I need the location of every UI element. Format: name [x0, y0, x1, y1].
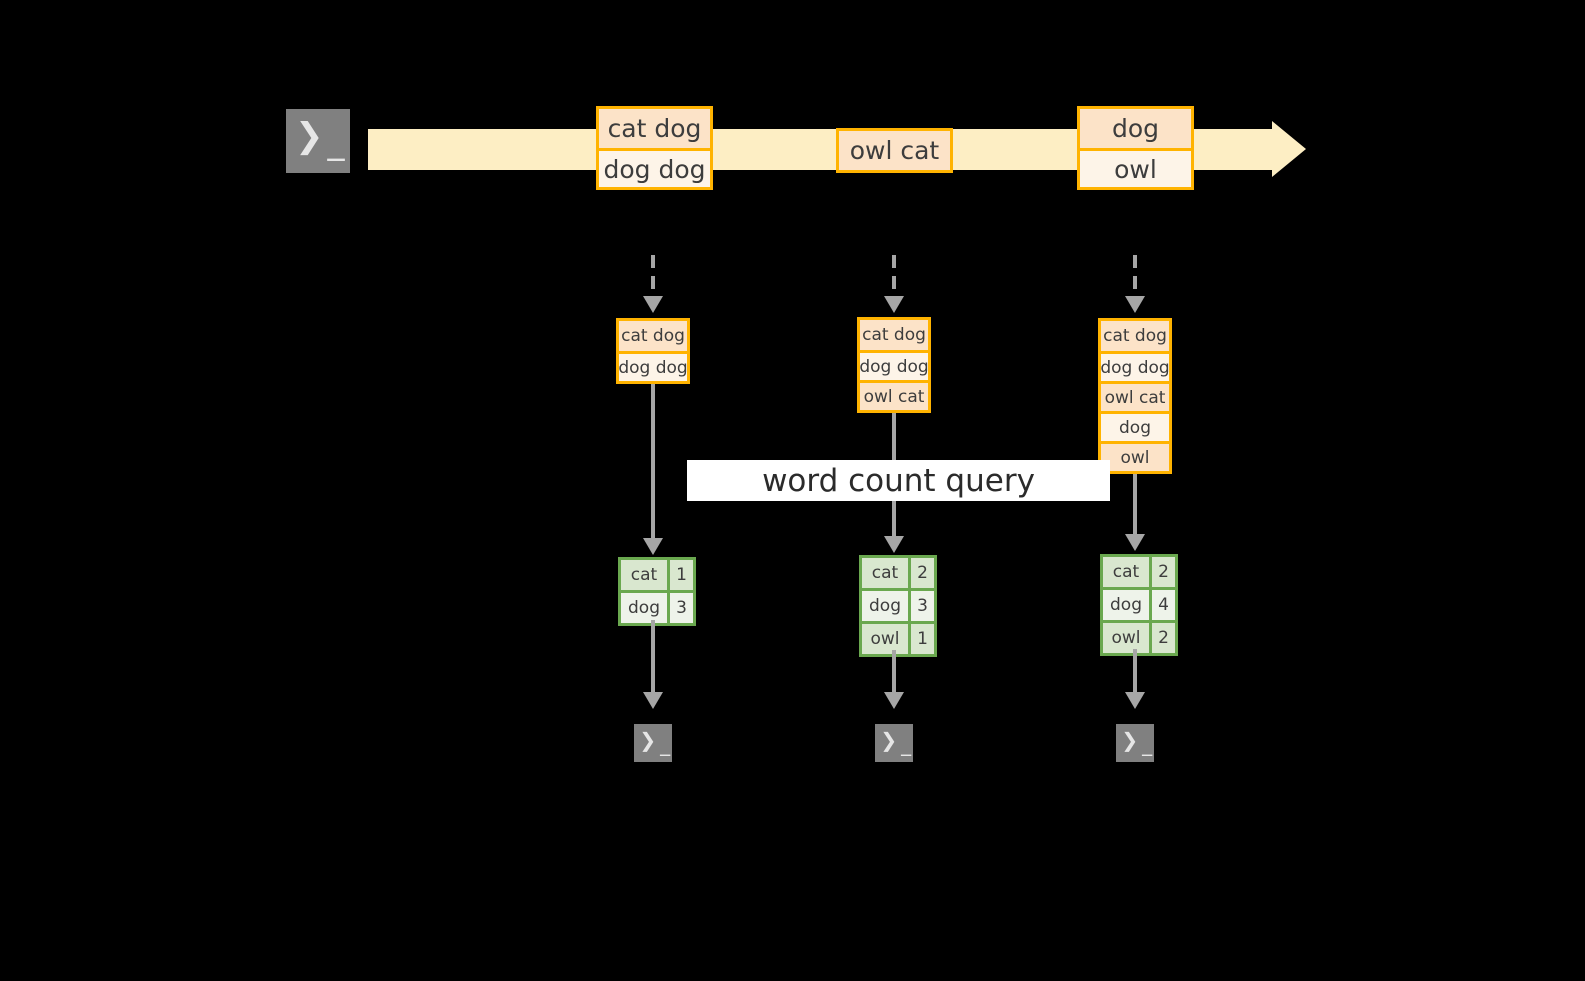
table-cell-count: 2: [1149, 557, 1175, 587]
table-cell-count: 3: [908, 591, 934, 621]
terminal-screen: [875, 724, 913, 762]
prompt-cursor: _: [901, 731, 912, 756]
table-row: owl 2: [1103, 620, 1175, 653]
table-cell-count: 1: [908, 624, 934, 654]
snapshot-1-sink-line: [651, 620, 655, 693]
prompt-cursor: _: [327, 122, 345, 163]
table-row: dog 3: [862, 588, 934, 621]
table-cell-word: dog: [621, 593, 667, 623]
snapshot-2-result-table: cat 2 dog 3 owl 1: [859, 555, 937, 657]
prompt-chevron: ❯: [639, 728, 657, 753]
snapshot-2-sink-terminal-icon: ❯_: [866, 715, 922, 771]
stream-message-1: cat dog dog dog: [596, 106, 713, 190]
query-banner: word count query: [687, 460, 1110, 501]
snapshot-2-tap-line: [892, 255, 896, 297]
snapshot-3-tap-line: [1133, 255, 1137, 297]
snapshot-2-sink-arrowhead: [884, 692, 904, 709]
table-row: cat 2: [862, 558, 934, 588]
table-cell-word: dog: [1103, 590, 1149, 620]
prompt-chevron: ❯: [294, 116, 324, 157]
prompt-chevron: ❯: [1121, 728, 1139, 753]
query-banner-label: word count query: [762, 462, 1035, 499]
terminal-screen: [1116, 724, 1154, 762]
terminal-prompt-glyph: ❯_: [639, 730, 670, 754]
snapshot-1-sink-terminal-icon: ❯_: [625, 715, 681, 771]
terminal-screen: [286, 109, 350, 173]
snapshot-2-query-arrowhead: [884, 536, 904, 553]
snapshot-1-tap-arrowhead: [643, 296, 663, 313]
stack-line: dog: [1101, 411, 1169, 441]
stream-message-2: owl cat: [836, 128, 953, 173]
table-cell-word: dog: [862, 591, 908, 621]
snapshot-1-query-line: [651, 384, 655, 539]
table-row: cat 1: [621, 560, 693, 590]
stack-line: dog dog: [859, 350, 929, 380]
snapshot-3-result-table: cat 2 dog 4 owl 2: [1100, 554, 1178, 656]
table-cell-word: cat: [862, 558, 908, 588]
snapshot-3-query-arrowhead: [1125, 534, 1145, 551]
table-row: cat 2: [1103, 557, 1175, 587]
table-row: dog 3: [621, 590, 693, 623]
terminal-screen: [634, 724, 672, 762]
snapshot-3-sink-arrowhead: [1125, 692, 1145, 709]
table-cell-word: cat: [621, 560, 667, 590]
stack-line: cat dog: [860, 320, 928, 350]
snapshot-2-sink-line: [892, 650, 896, 693]
snapshot-1-result-table: cat 1 dog 3: [618, 557, 696, 626]
prompt-chevron: ❯: [880, 728, 898, 753]
terminal-prompt-glyph: ❯_: [295, 119, 345, 159]
table-row: dog 4: [1103, 587, 1175, 620]
snapshot-1-input-stack: cat dog dog dog: [616, 318, 690, 384]
snapshot-3-query-line: [1133, 474, 1137, 535]
prompt-cursor: _: [660, 731, 671, 756]
stream-message-line: owl cat: [839, 131, 950, 170]
stream-message-line: owl: [1080, 148, 1191, 187]
snapshot-2-input-stack: cat dog dog dog owl cat: [857, 317, 931, 413]
table-cell-count: 2: [1149, 623, 1175, 653]
snapshot-3-sink-line: [1133, 649, 1137, 693]
stream-message-line: dog: [1080, 109, 1191, 148]
stack-line: owl cat: [860, 380, 928, 410]
prompt-cursor: _: [1142, 731, 1153, 756]
snapshot-1-tap-line: [651, 255, 655, 297]
snapshot-3-sink-terminal-icon: ❯_: [1107, 715, 1163, 771]
terminal-prompt-glyph: ❯_: [880, 730, 911, 754]
table-row: owl 1: [862, 621, 934, 654]
stack-line: dog dog: [1100, 351, 1170, 381]
stream-message-line: cat dog: [599, 109, 710, 148]
snapshot-3-tap-arrowhead: [1125, 296, 1145, 313]
table-cell-count: 4: [1149, 590, 1175, 620]
snapshot-1-query-arrowhead: [643, 538, 663, 555]
terminal-prompt-glyph: ❯_: [1121, 730, 1152, 754]
stack-line: cat dog: [1101, 321, 1169, 351]
stack-line: dog dog: [618, 351, 688, 381]
stream-message-3: dog owl: [1077, 106, 1194, 190]
snapshot-2-tap-arrowhead: [884, 296, 904, 313]
stack-line: owl cat: [1101, 381, 1169, 411]
snapshot-3-input-stack: cat dog dog dog owl cat dog owl: [1098, 318, 1172, 474]
table-cell-word: owl: [862, 624, 908, 654]
snapshot-1-sink-arrowhead: [643, 692, 663, 709]
table-cell-word: owl: [1103, 623, 1149, 653]
table-cell-word: cat: [1103, 557, 1149, 587]
stack-line: cat dog: [619, 321, 687, 351]
table-cell-count: 3: [667, 593, 693, 623]
stream-message-line: dog dog: [599, 148, 710, 187]
source-terminal-icon: ❯_: [277, 100, 359, 182]
stack-line: owl: [1101, 441, 1169, 471]
table-cell-count: 2: [908, 558, 934, 588]
stream-arrowhead: [1272, 121, 1306, 177]
table-cell-count: 1: [667, 560, 693, 590]
